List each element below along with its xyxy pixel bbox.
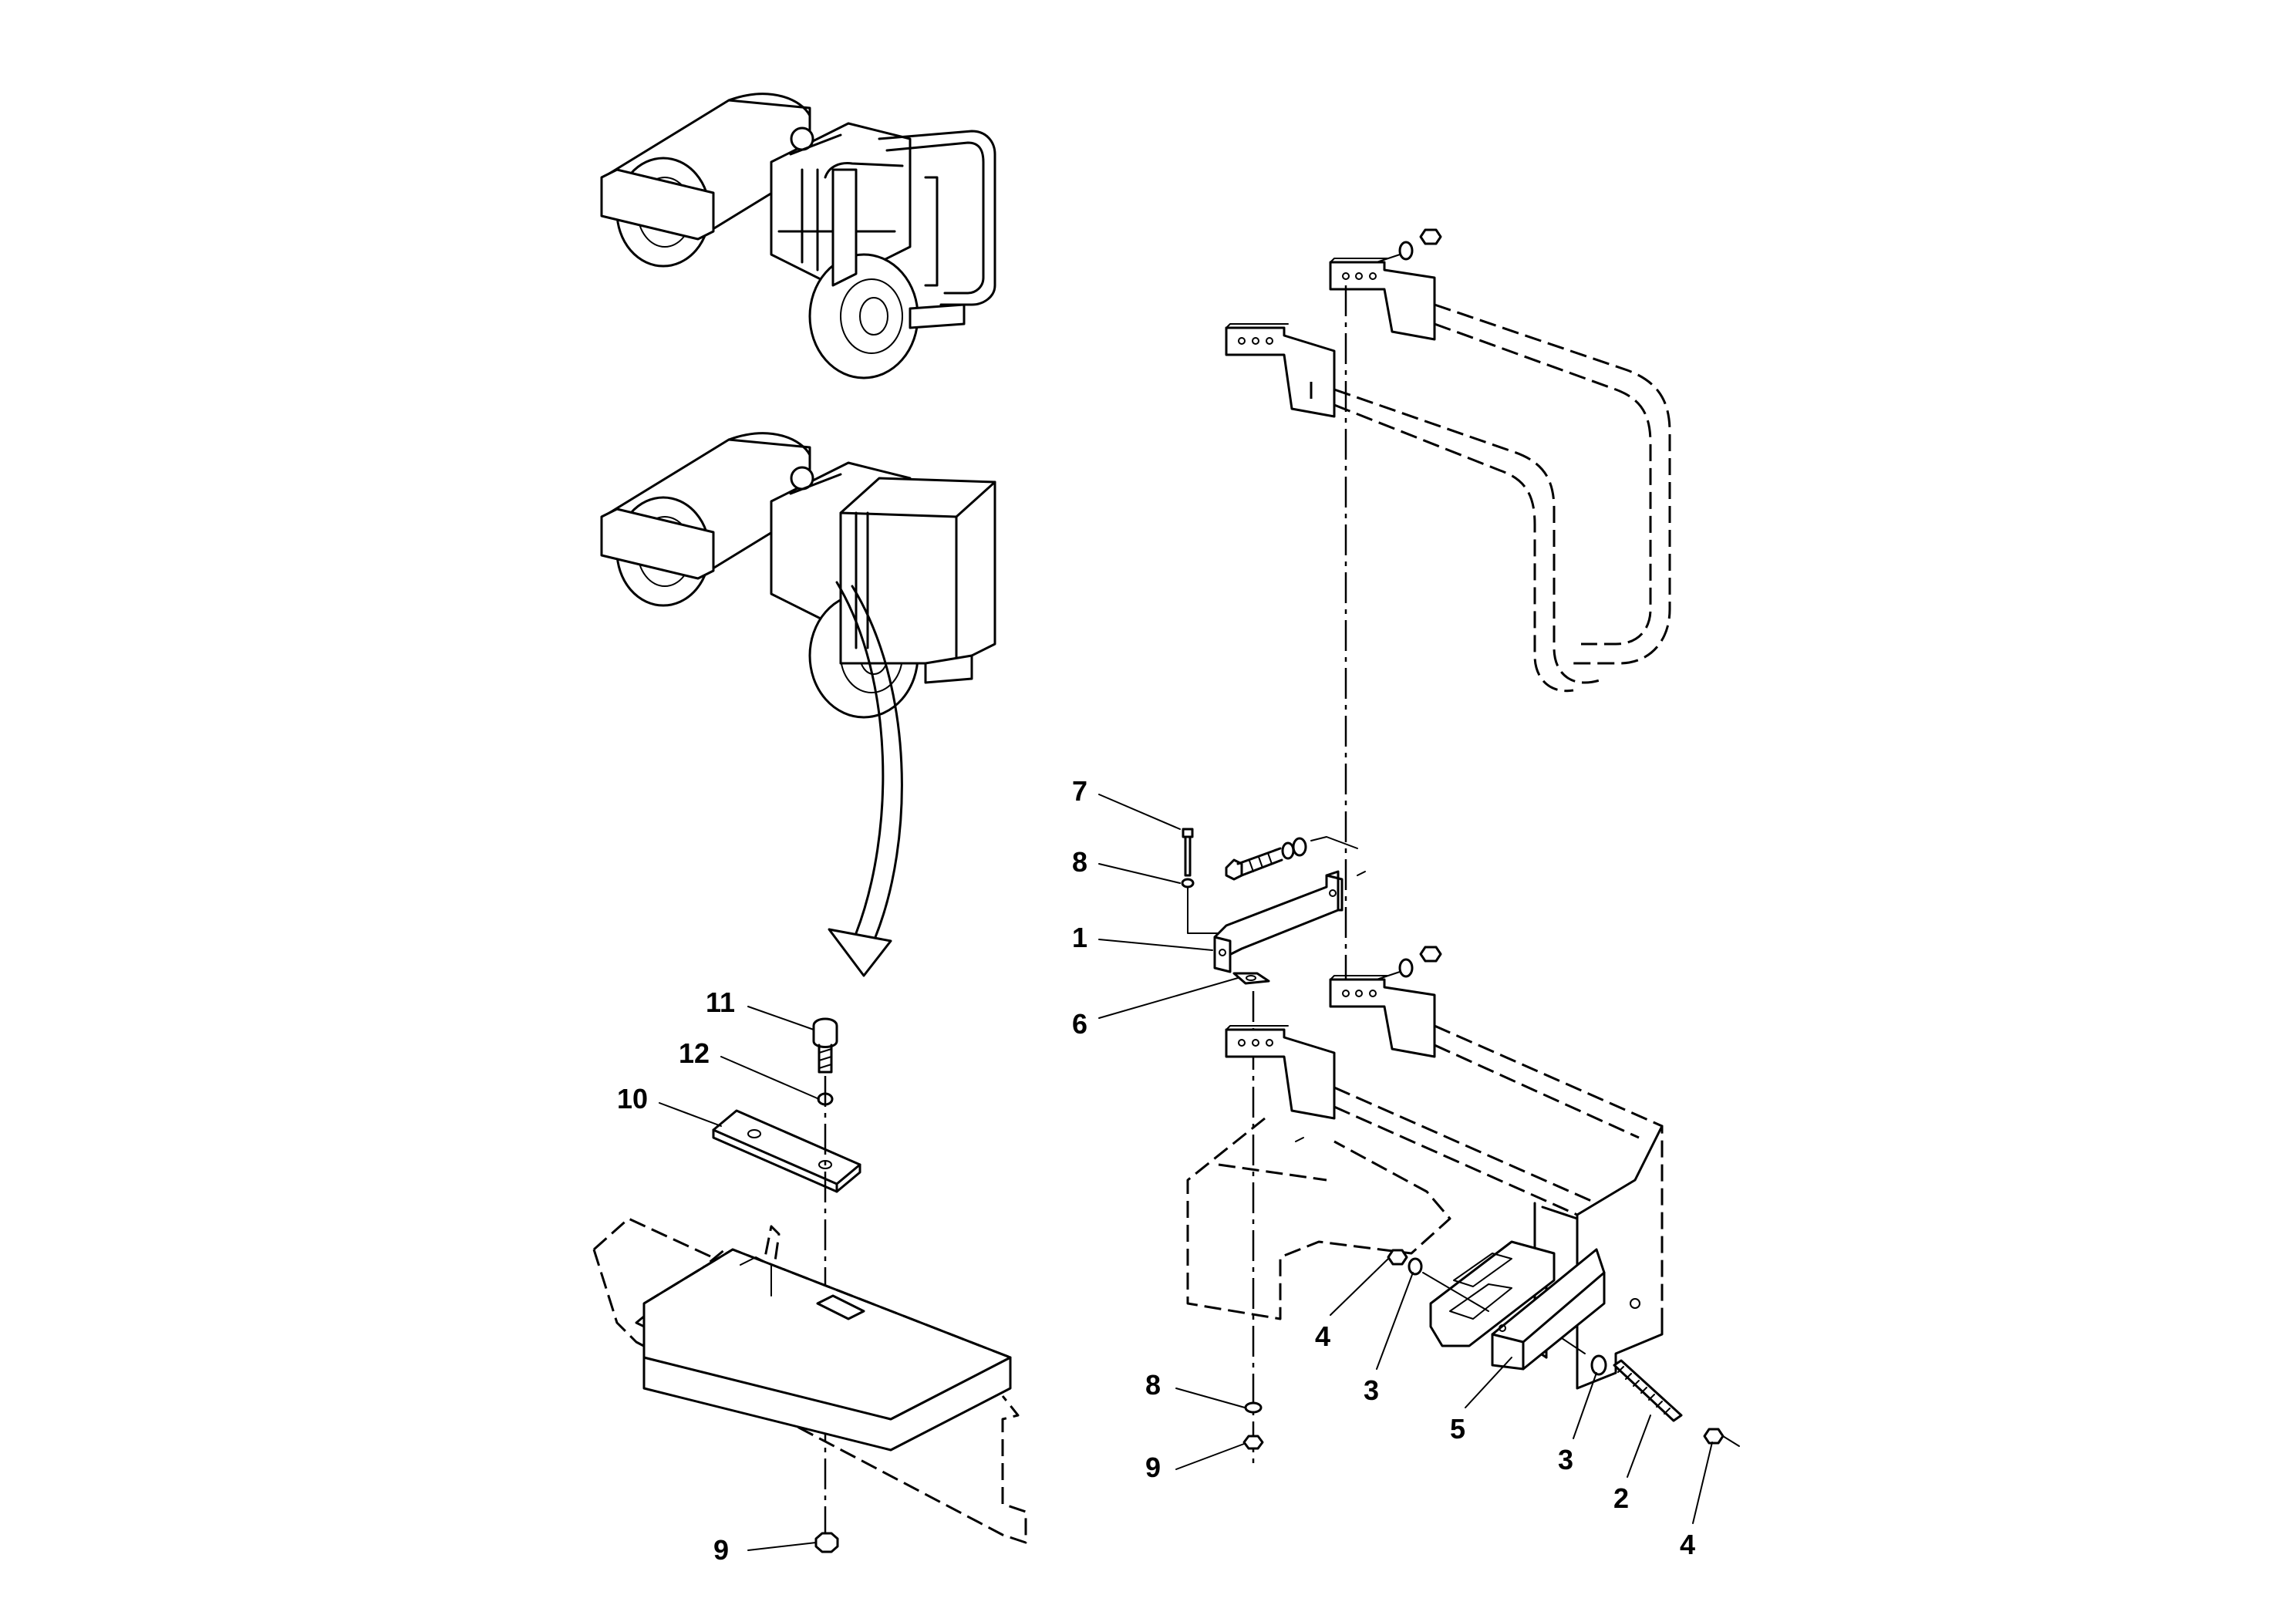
callout-3: 3 — [1558, 1444, 1573, 1475]
callout-11: 11 — [706, 986, 735, 1018]
machine-with-enclosure — [600, 432, 996, 977]
callout-9: 9 — [1145, 1452, 1161, 1483]
callout-7: 7 — [1072, 775, 1087, 807]
callout-8: 8 — [1145, 1369, 1161, 1401]
lower-left-assembly — [592, 1017, 1027, 1553]
callout-10: 10 — [617, 1083, 648, 1114]
callout-labels: 7 8 1 6 11 12 10 9 4 3 5 3 2 4 8 9 — [617, 775, 1695, 1566]
callout-3: 3 — [1364, 1374, 1379, 1406]
leader-lines — [659, 794, 1713, 1551]
machine-with-rollbar — [600, 93, 996, 379]
callout-4: 4 — [1680, 1529, 1695, 1560]
callout-8: 8 — [1072, 846, 1087, 878]
callout-2: 2 — [1613, 1482, 1629, 1514]
callout-6: 6 — [1072, 1008, 1087, 1040]
callout-12: 12 — [679, 1037, 710, 1069]
callout-4: 4 — [1315, 1320, 1330, 1352]
callout-9: 9 — [713, 1534, 729, 1566]
right-assembly — [1181, 228, 1740, 1465]
callout-1: 1 — [1072, 922, 1087, 953]
callout-5: 5 — [1450, 1413, 1465, 1445]
